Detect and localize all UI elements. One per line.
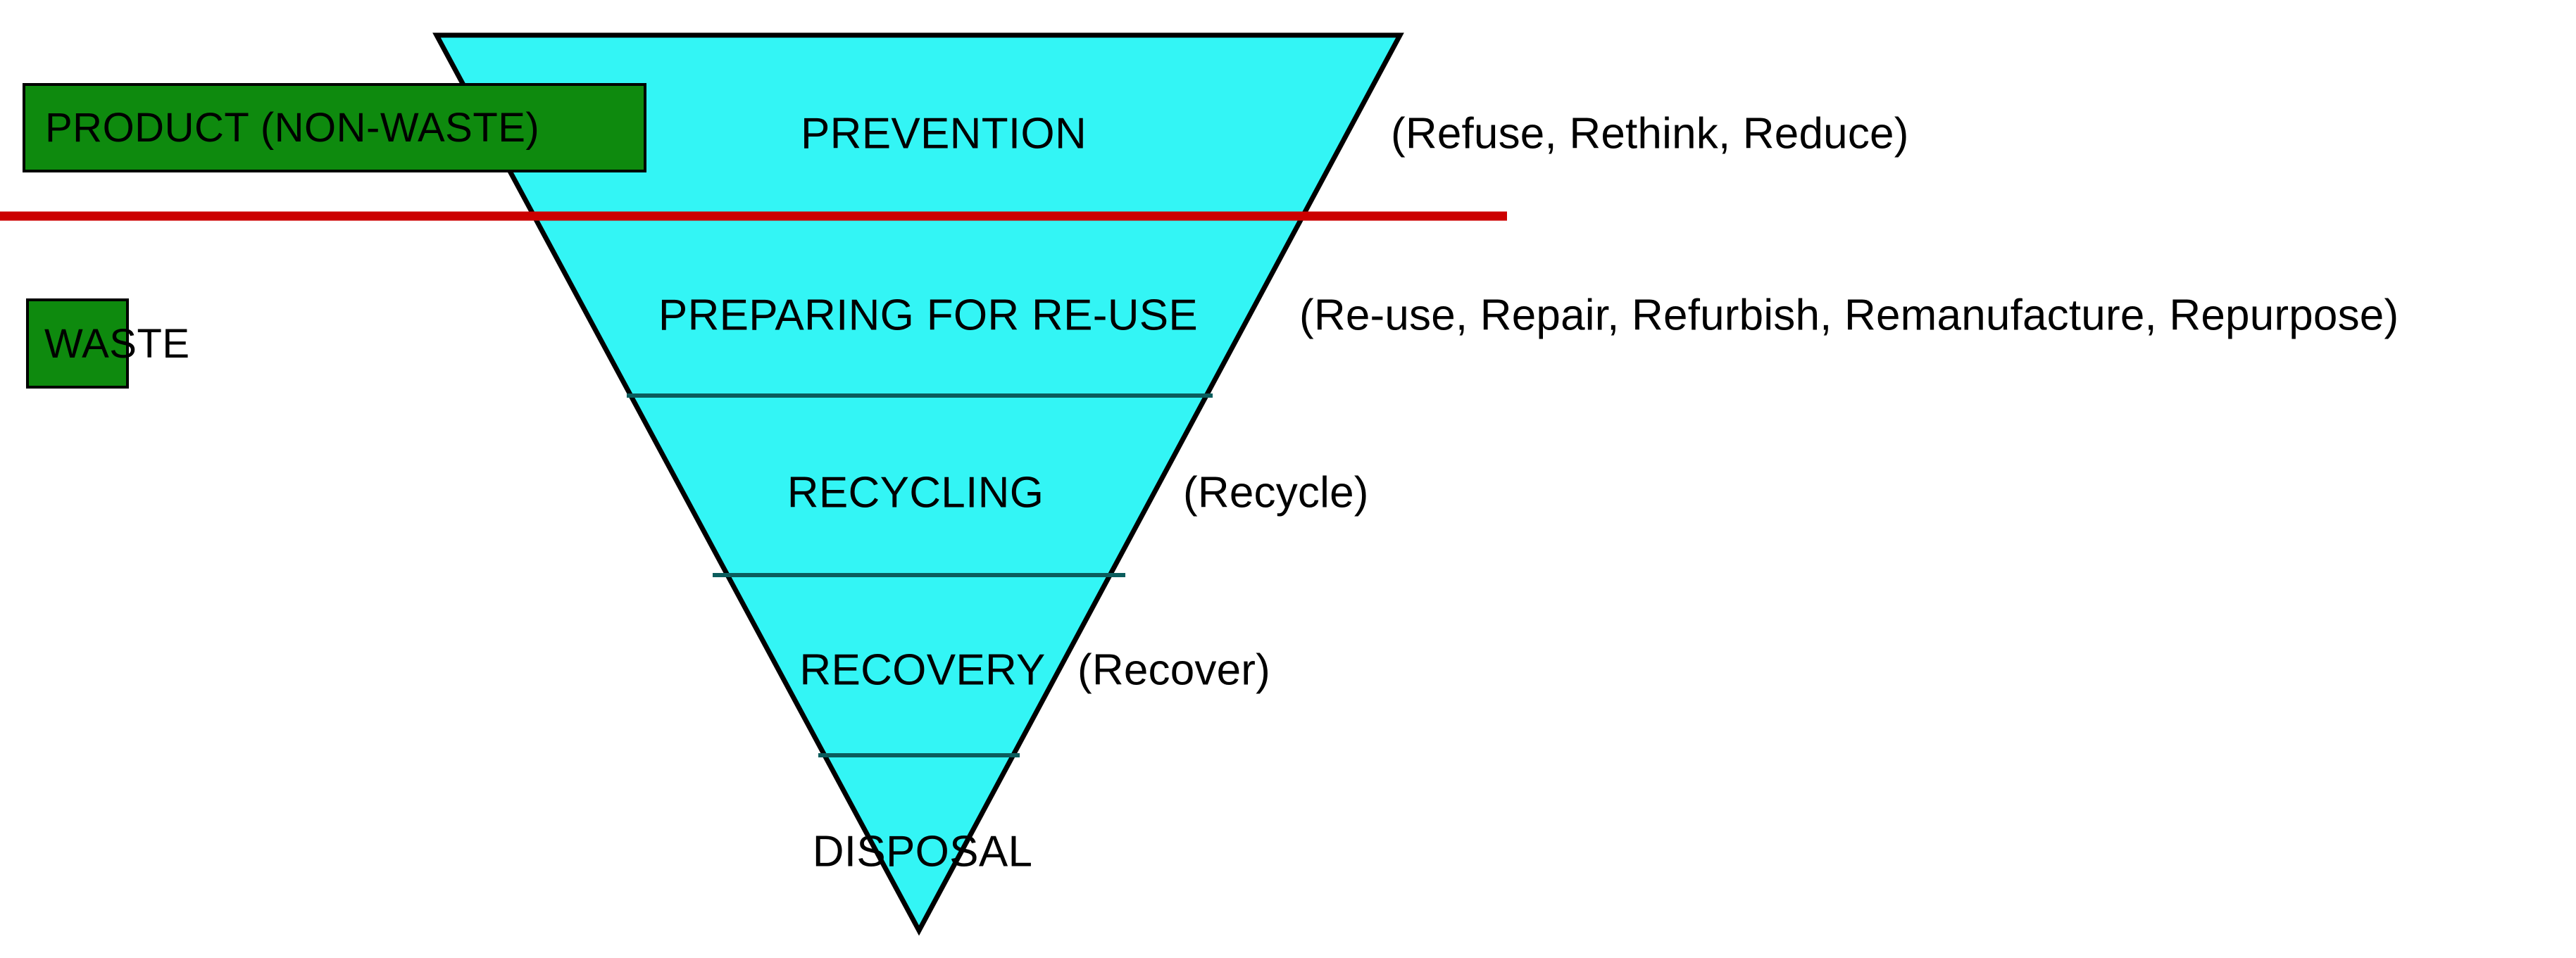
tier-label-prevention: PREVENTION <box>800 109 1087 158</box>
tier-label-preparing-for-re-use: PREPARING FOR RE-USE <box>658 291 1199 340</box>
legend-product-label: PRODUCT (NON-WASTE) <box>45 105 540 151</box>
tier-label-disposal: DISPOSAL <box>812 827 1033 876</box>
annotation-recycling: (Recycle) <box>1183 468 1369 517</box>
legend-box-product-non-waste: PRODUCT (NON-WASTE) <box>23 83 646 172</box>
tier-label-recycling: RECYCLING <box>787 468 1044 517</box>
annotation-recovery: (Recover) <box>1077 645 1270 695</box>
annotation-prevention: (Refuse, Rethink, Reduce) <box>1391 109 1909 158</box>
tier-label-recovery: RECOVERY <box>799 645 1046 695</box>
annotation-preparing-for-re-use: (Re-use, Repair, Refurbish, Remanufactur… <box>1299 291 2399 340</box>
legend-waste-label: WASTE <box>44 320 190 367</box>
legend-box-waste: WASTE <box>26 298 189 389</box>
inverted-triangle-funnel <box>432 32 1404 936</box>
